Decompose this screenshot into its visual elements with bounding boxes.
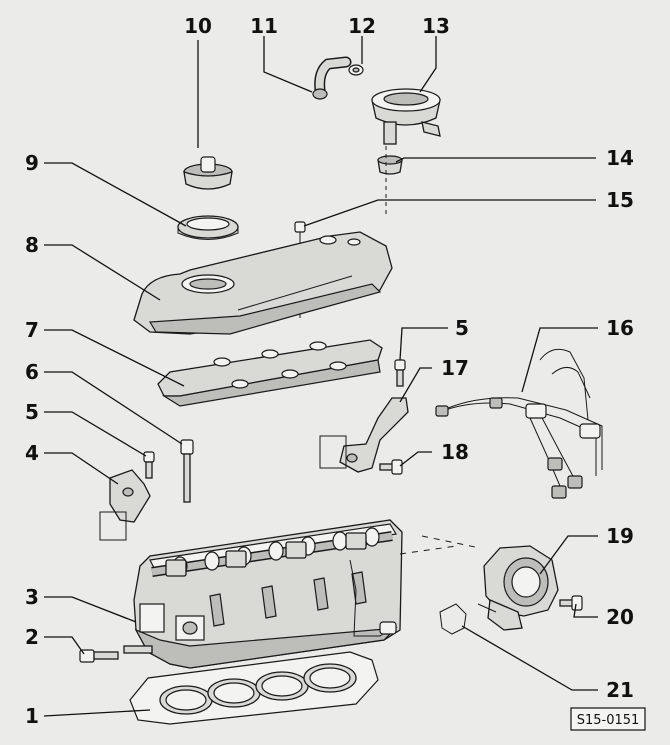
pump-seal	[439, 603, 467, 635]
callout-2: 2	[25, 625, 39, 649]
support-bracket	[319, 397, 409, 473]
injector-pipes	[435, 348, 603, 499]
pump-bolt	[559, 595, 583, 611]
callout-16: 16	[606, 316, 634, 340]
baffle-plate	[157, 339, 383, 407]
callout-17: 17	[441, 356, 469, 380]
bracket-bolt-right	[394, 359, 406, 387]
grommet	[377, 155, 403, 175]
seal-ring	[177, 215, 239, 240]
breather-hose	[312, 56, 352, 100]
reference-code-box: S15-0151	[570, 707, 646, 731]
reference-code: S15-0151	[577, 713, 640, 728]
callout-5-left: 5	[25, 400, 39, 424]
alignment-lines	[385, 146, 481, 555]
callout-18: 18	[441, 440, 469, 464]
callout-13: 13	[422, 14, 450, 38]
callout-14: 14	[606, 146, 634, 170]
cylinder-head	[133, 519, 403, 669]
callout-1: 1	[25, 704, 39, 728]
head-bolt	[180, 439, 194, 503]
side-bolt	[79, 645, 153, 663]
callout-9: 9	[25, 151, 39, 175]
callout-21: 21	[606, 678, 634, 702]
callout-20: 20	[606, 605, 634, 629]
callout-3: 3	[25, 585, 39, 609]
callout-6: 6	[25, 360, 39, 384]
bracket-mount-bolt	[379, 459, 403, 475]
leader-lines	[43, 36, 598, 717]
oil-filler-cap	[183, 156, 233, 190]
callout-5-right: 5	[455, 316, 469, 340]
callout-10: 10	[184, 14, 212, 38]
bracket	[99, 469, 151, 541]
callout-15: 15	[606, 188, 634, 212]
vacuum-pump	[477, 545, 559, 631]
hose-clip	[348, 64, 364, 76]
callout-4: 4	[25, 441, 39, 465]
callout-7: 7	[25, 318, 39, 342]
bracket-bolt-left	[143, 451, 155, 479]
pressure-regulating-valve	[371, 88, 441, 145]
cylinder-head-gasket	[129, 651, 379, 725]
callout-12: 12	[348, 14, 376, 38]
callout-8: 8	[25, 233, 39, 257]
callout-19: 19	[606, 524, 634, 548]
cylinder-head-cover	[133, 231, 393, 335]
callout-labels: 10 11 12 13 9 14 15 8 7 5 16 6 17 5 4 18…	[25, 14, 634, 728]
callout-11: 11	[250, 14, 278, 38]
